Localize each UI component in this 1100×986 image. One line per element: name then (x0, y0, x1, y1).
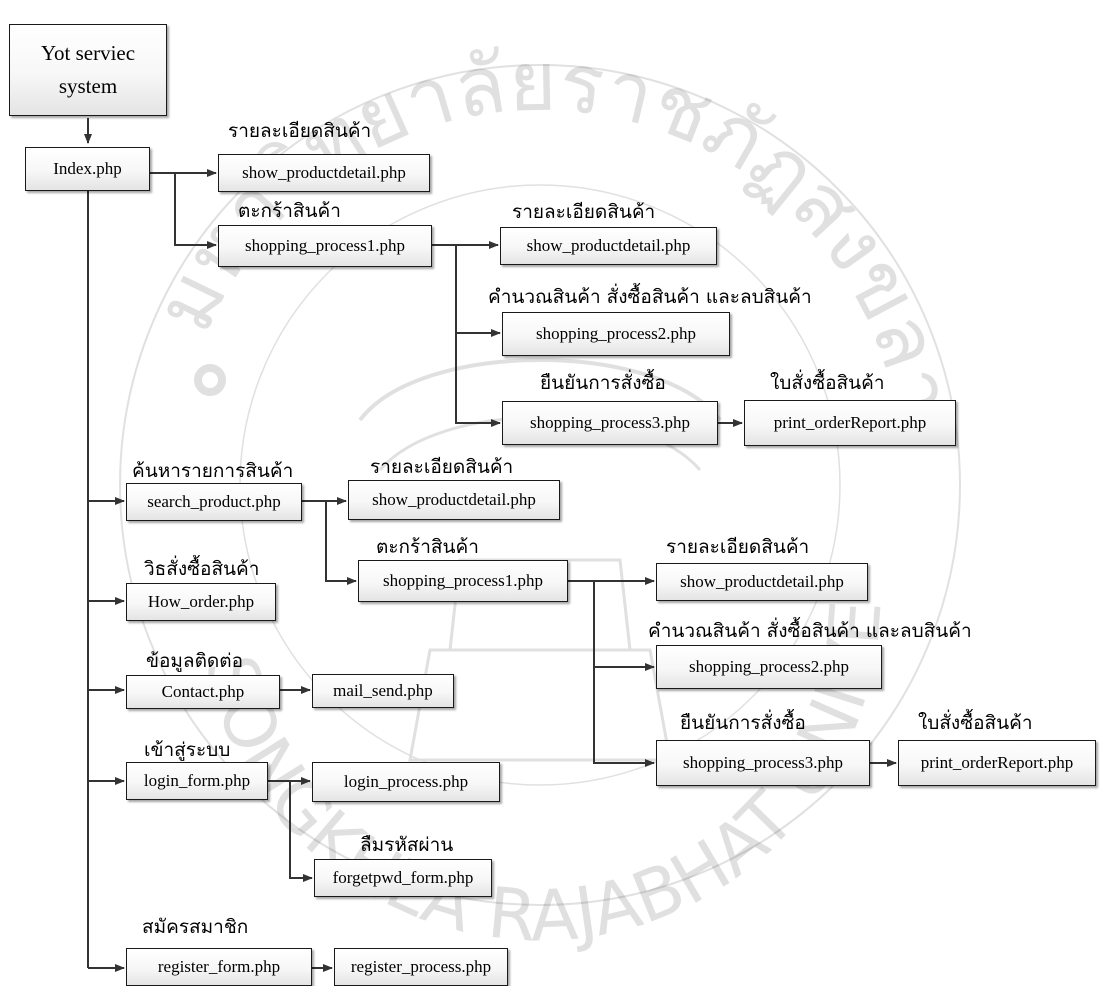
label-forgot-password: ลืมรหัสผ่าน (360, 834, 454, 856)
label-confirm-order: ยืนยันการสั่งซื้อ (540, 372, 666, 394)
label-invoice: ใบสั่งซื้อสินค้า (770, 372, 885, 394)
register-process-node: register_process.php (334, 948, 508, 986)
label-search-products: ค้นหารายการสินค้า (132, 460, 294, 482)
shopping-process3-node: shopping_process3.php (502, 401, 718, 445)
contact-node: Contact.php (126, 675, 280, 709)
register-form-node: register_form.php (126, 948, 312, 986)
label-confirm-order: ยืนยันการสั่งซื้อ (680, 712, 806, 734)
system-root-node: Yot serviec system (9, 24, 167, 116)
label-calc-order-delete: คำนวณสินค้า สั่งซื้อสินค้า และลบสินค้า (488, 286, 812, 308)
shopping-process1-node: shopping_process1.php (358, 560, 568, 602)
label-register: สมัครสมาชิก (142, 916, 249, 938)
show-productdetail-node: show_productdetail.php (656, 563, 868, 601)
shopping-process2-node: shopping_process2.php (656, 645, 882, 689)
label-login: เข้าสู่ระบบ (144, 739, 231, 761)
label-cart: ตะกร้าสินค้า (238, 200, 341, 222)
mail-send-node: mail_send.php (312, 674, 454, 708)
show-productdetail-node: show_productdetail.php (348, 480, 560, 520)
print-orderreport-node: print_orderReport.php (898, 740, 1096, 786)
show-productdetail-node: show_productdetail.php (500, 227, 717, 265)
label-product-detail: รายละเอียดสินค้า (228, 120, 372, 142)
search-product-node: search_product.php (126, 483, 302, 521)
label-product-detail: รายละเอียดสินค้า (666, 536, 810, 558)
label-product-detail: รายละเอียดสินค้า (512, 201, 656, 223)
print-orderreport-node: print_orderReport.php (744, 400, 956, 446)
login-form-node: login_form.php (126, 762, 268, 800)
how-order-node: How_order.php (126, 583, 276, 621)
shopping-process3-node: shopping_process3.php (656, 740, 870, 786)
show-productdetail-node: show_productdetail.php (218, 154, 430, 192)
label-how-to-order: วิธสั่งซื้อสินค้า (144, 558, 260, 580)
login-process-node: login_process.php (312, 762, 500, 802)
label-invoice: ใบสั่งซื้อสินค้า (918, 712, 1033, 734)
label-calc-order-delete: คำนวณสินค้า สั่งซื้อสินค้า และลบสินค้า (648, 620, 972, 642)
label-cart: ตะกร้าสินค้า (376, 536, 479, 558)
forgetpwd-form-node: forgetpwd_form.php (314, 859, 492, 897)
label-product-detail: รายละเอียดสินค้า (370, 456, 514, 478)
shopping-process2-node: shopping_process2.php (502, 312, 730, 356)
label-contact-info: ข้อมูลติดต่อ (146, 650, 243, 672)
shopping-process1-node: shopping_process1.php (218, 225, 432, 267)
index-node: Index.php (25, 147, 150, 191)
